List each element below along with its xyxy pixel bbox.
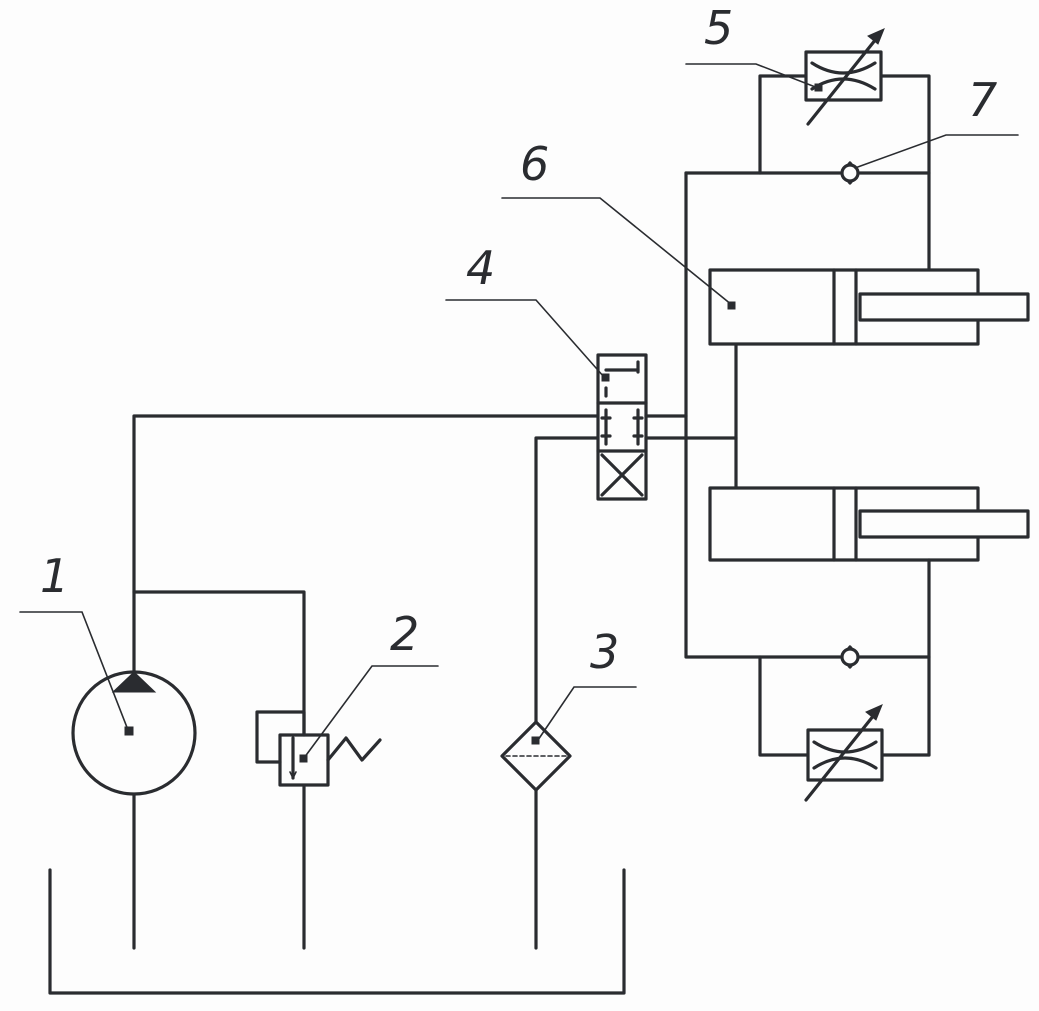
cylinder-lower	[708, 486, 1030, 562]
pump	[71, 670, 197, 796]
label-throttle-valve: 5	[704, 1, 733, 55]
label-check-valve: 7	[968, 73, 997, 127]
cylinder-upper	[708, 268, 1030, 346]
label-pump: 1	[40, 549, 69, 603]
label-filter: 3	[590, 625, 619, 679]
leader-lines	[19, 63, 1019, 759]
tank	[48, 868, 626, 995]
tank-return-lines	[132, 785, 538, 950]
label-relief-valve: 2	[390, 607, 419, 661]
directional-valve	[596, 353, 648, 501]
label-directional-valve: 4	[466, 241, 495, 295]
throttle-valve-bottom	[804, 704, 884, 802]
pressure-line	[132, 414, 602, 737]
bottom-branch	[758, 558, 931, 757]
filter	[500, 436, 602, 792]
top-branch	[758, 74, 931, 272]
cylinder-supply-lines	[644, 171, 842, 659]
component-labels: 1 2 3 4 5 6 7	[40, 1, 997, 679]
throttle-valve-top	[804, 28, 885, 126]
label-cylinder: 6	[520, 137, 549, 191]
check-valve-bottom	[840, 645, 860, 669]
check-valve-top	[840, 161, 860, 185]
relief-valve	[255, 710, 382, 787]
